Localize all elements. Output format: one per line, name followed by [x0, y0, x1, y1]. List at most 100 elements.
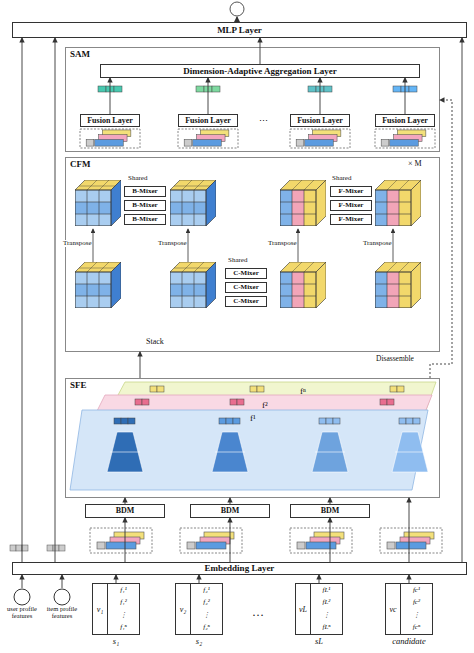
feature-name: fLⁿ — [322, 624, 330, 631]
feature-name: ⋮ — [203, 612, 210, 619]
fusion-layer: Fusion Layer — [178, 114, 238, 127]
c-mixer: C-Mixer — [225, 296, 267, 307]
sequence-label: s₁ — [113, 637, 119, 646]
item-id: vc — [389, 605, 396, 614]
item-id-cell: v₁ — [93, 584, 108, 634]
sequence-item: vLfL¹fL²⋮fLⁿsL — [295, 583, 343, 651]
fusion-layer: Fusion Layer — [80, 114, 140, 127]
feature-name: fc¹ — [413, 587, 420, 594]
feature-name: fL¹ — [323, 587, 331, 594]
box-label: Embedding Layer — [205, 564, 275, 573]
cfm-panel: CFMB-MixerB-MixerB-MixerF-MixerF-MixerF-… — [65, 157, 440, 352]
c-mixer: C-Mixer — [225, 268, 267, 279]
annotation: ⋯ — [259, 117, 268, 126]
box-label: C-Mixer — [233, 270, 259, 277]
sequence-item: v₂f₂¹f₂²⋮f₂ⁿs₂ — [175, 583, 223, 651]
box-label: Fusion Layer — [87, 117, 133, 125]
connector — [22, 575, 23, 588]
feature-name: f₂² — [203, 599, 209, 606]
box-label: BDM — [116, 507, 135, 515]
connector — [409, 575, 410, 583]
feature-box: vLfL¹fL²⋮fLⁿ — [295, 583, 343, 635]
panel-title: SFE — [70, 381, 87, 390]
annotation: × M — [408, 160, 422, 168]
aggregation-layer: Dimension-Adaptive Aggregation Layer — [100, 64, 420, 78]
connector — [319, 575, 320, 583]
b-mixer: B-Mixer — [124, 214, 166, 225]
profile-input: user profile features — [4, 588, 40, 638]
connector — [140, 352, 141, 378]
connector — [62, 575, 63, 588]
annotation: Stack — [146, 338, 164, 346]
feature-box: v₂f₂¹f₂²⋮f₂ⁿ — [175, 583, 223, 635]
box-label: F-Mixer — [339, 202, 364, 209]
bdm-box: BDM — [85, 504, 165, 518]
sequence-label: sL — [315, 637, 323, 646]
box-label: Fusion Layer — [382, 117, 428, 125]
input-circle — [53, 588, 71, 606]
item-id: v₁ — [97, 605, 103, 614]
candidate-item: vcfc¹fc²⋮fcⁿcandidate — [385, 583, 433, 651]
box-label: B-Mixer — [132, 188, 157, 195]
sam-panel: SAM Dimension-Adaptive Aggregation LayerF… — [65, 47, 440, 152]
connector — [462, 38, 463, 562]
edge-label: Disassemble — [376, 355, 414, 363]
feature-column: f₂¹f₂²⋮f₂ⁿ — [191, 584, 222, 634]
feature-name: f₁ⁿ — [120, 624, 127, 631]
connector — [110, 78, 111, 114]
annotation: Transpose — [63, 240, 92, 247]
annotation: Transpose — [268, 240, 297, 247]
box-label: F-Mixer — [339, 188, 364, 195]
annotation: f¹ — [250, 414, 256, 423]
connector — [125, 518, 126, 562]
connector — [208, 78, 209, 114]
connector — [116, 575, 117, 583]
annotation: Shared — [332, 175, 351, 182]
b-mixer: B-Mixer — [124, 200, 166, 211]
feature-name: fcⁿ — [413, 624, 420, 631]
box-label: Dimension-Adaptive Aggregation Layer — [183, 67, 336, 76]
sfe-panel: SFE — [65, 378, 440, 498]
box-label: B-Mixer — [132, 202, 157, 209]
box-label: BDM — [221, 507, 240, 515]
input-label: item profile features — [44, 606, 80, 620]
box-label: Fusion Layer — [185, 117, 231, 125]
f-mixer: F-Mixer — [330, 214, 372, 225]
fusion-layer: Fusion Layer — [290, 114, 350, 127]
box-label: F-Mixer — [339, 216, 364, 223]
feature-box: v₁f₁¹f₁²⋮f₁ⁿ — [92, 583, 140, 635]
sequence-item: v₁f₁¹f₁²⋮f₁ⁿs₁ — [92, 583, 140, 651]
connector — [260, 38, 261, 64]
feature-name: f₁² — [120, 599, 126, 606]
feature-name: ⋮ — [120, 612, 127, 619]
feature-name: ⋮ — [413, 612, 420, 619]
feature-box: vcfc¹fc²⋮fcⁿ — [385, 583, 433, 635]
connector — [409, 498, 410, 562]
annotation: … — [252, 606, 264, 618]
connector — [55, 38, 56, 562]
annotation: Shared — [228, 257, 247, 264]
feature-name: fL² — [323, 599, 331, 606]
feature-name: f₂¹ — [203, 587, 209, 594]
fusion-layer: Fusion Layer — [375, 114, 435, 127]
connector — [22, 38, 23, 562]
b-mixer: B-Mixer — [124, 186, 166, 197]
feature-column: fc¹fc²⋮fcⁿ — [401, 584, 432, 634]
panel-title: CFM — [70, 160, 91, 169]
bdm-box: BDM — [290, 504, 370, 518]
box-label: BDM — [321, 507, 340, 515]
sequence-label: s₂ — [196, 637, 202, 646]
box-label: C-Mixer — [233, 284, 259, 291]
connector — [430, 100, 452, 378]
box-label: MLP Layer — [217, 26, 262, 35]
input-circle — [13, 588, 31, 606]
panel-title: SAM — [70, 50, 90, 59]
feature-column: f₁¹f₁²⋮f₁ⁿ — [108, 584, 139, 634]
f-mixer: F-Mixer — [330, 200, 372, 211]
item-id: v₂ — [180, 605, 186, 614]
annotation: fⁿ — [300, 387, 306, 396]
box-label: C-Mixer — [233, 298, 259, 305]
box-label: Fusion Layer — [297, 117, 343, 125]
